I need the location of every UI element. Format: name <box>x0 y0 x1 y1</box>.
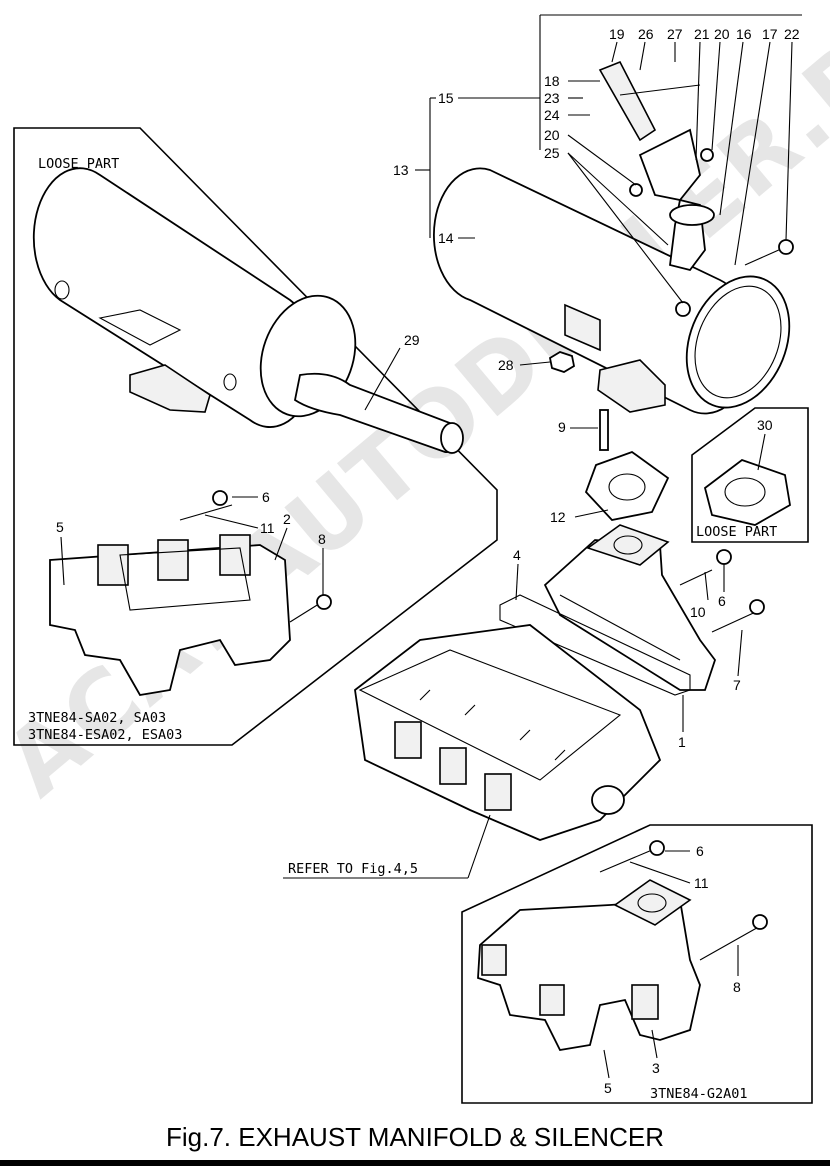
refer-label: REFER TO Fig.4,5 <box>288 861 418 877</box>
callout-4: 4 <box>513 547 521 563</box>
bottom-rule <box>0 1160 830 1166</box>
callout-27: 27 <box>667 26 683 42</box>
callout-23: 23 <box>544 90 560 106</box>
callout-17: 17 <box>762 26 778 42</box>
variant-g2-label: 3TNE84-G2A01 <box>650 1086 748 1102</box>
variant-sa-line1: 3TNE84-SA02, SA03 <box>28 710 166 726</box>
gasket-4-drawing <box>499 594 691 696</box>
callout-29: 29 <box>404 332 420 348</box>
manifold-sa-drawing <box>49 490 332 696</box>
callout-15: 15 <box>438 90 454 106</box>
figure-caption: Fig.7. EXHAUST MANIFOLD & SILENCER <box>166 1122 664 1152</box>
callout-19: 19 <box>609 26 625 42</box>
variant-sa-line2: 3TNE84-ESA02, ESA03 <box>28 727 182 743</box>
callout-5b: 5 <box>604 1080 612 1096</box>
callout-14: 14 <box>438 230 454 246</box>
cylinder-head-drawing <box>354 624 662 841</box>
callout-8b: 8 <box>733 979 741 995</box>
callout-3: 3 <box>652 1060 660 1076</box>
callout-13: 13 <box>393 162 409 178</box>
callout-6c: 6 <box>696 843 704 859</box>
callout-6a: 6 <box>262 489 270 505</box>
loose-part-silencer-frame <box>13 127 498 746</box>
manifold-g2-drawing <box>477 840 768 1051</box>
callout-9: 9 <box>558 419 566 435</box>
callout-28: 28 <box>498 357 514 373</box>
callout-16: 16 <box>736 26 752 42</box>
callout-11b: 11 <box>694 875 709 891</box>
callout-21: 21 <box>694 26 710 42</box>
loose-silencer-drawing <box>32 167 464 454</box>
silencer-drawing <box>433 60 794 415</box>
callout-5a: 5 <box>56 519 64 535</box>
manifold-main-drawing <box>543 524 717 691</box>
callout-2: 2 <box>283 511 291 527</box>
callout-22: 22 <box>784 26 800 42</box>
callout-1: 1 <box>678 734 686 750</box>
gasket-30-drawing <box>703 458 791 526</box>
loose-gasket-label: LOOSE PART <box>696 524 777 540</box>
callout-24: 24 <box>544 107 560 123</box>
callout-11a: 11 <box>260 520 275 536</box>
callout-26: 26 <box>638 26 654 42</box>
callout-20: 20 <box>714 26 730 42</box>
gasket-12-drawing <box>584 450 670 521</box>
callout-12: 12 <box>550 509 566 525</box>
stud-9-drawing <box>599 409 609 451</box>
callout-7: 7 <box>733 677 741 693</box>
nut-28-drawing <box>548 351 576 373</box>
callout-18: 18 <box>544 73 560 89</box>
callout-10: 10 <box>690 604 706 620</box>
callout-25: 25 <box>544 145 560 161</box>
callout-30: 30 <box>757 417 773 433</box>
loose-part-label: LOOSE PART <box>38 156 119 172</box>
callout-20b: 20 <box>544 127 560 143</box>
variant-g2-frame <box>461 824 813 1104</box>
callout-6b: 6 <box>718 593 726 609</box>
loose-part-gasket-frame <box>691 407 809 543</box>
callout-8a: 8 <box>318 531 326 547</box>
